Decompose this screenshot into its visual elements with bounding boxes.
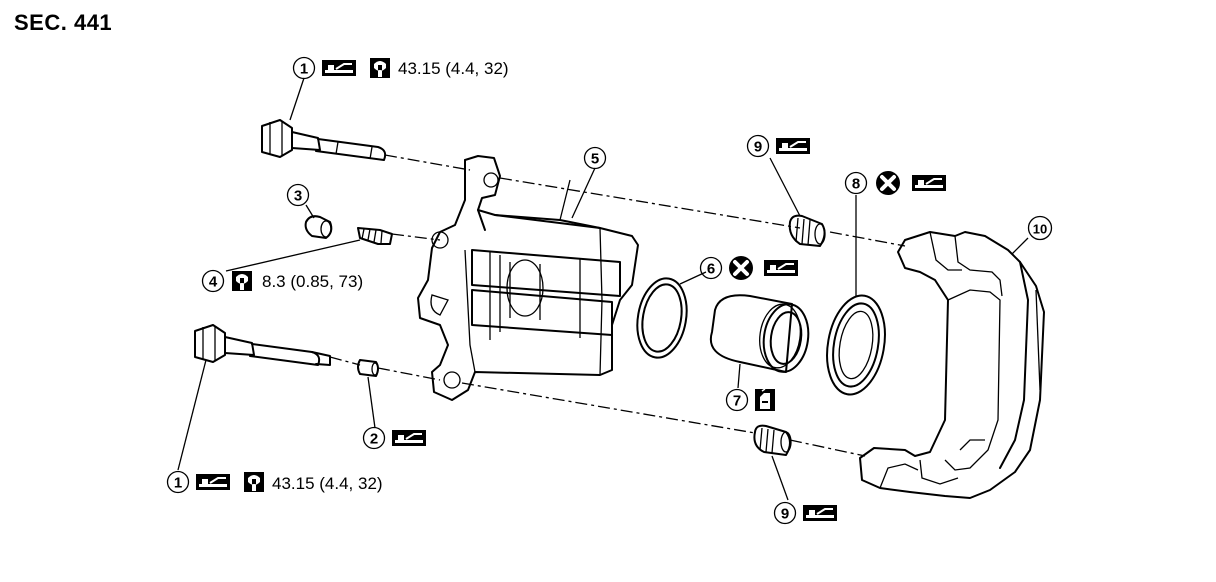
torque-spec-bleeder: 8.3 (0.85, 73) [262, 272, 363, 291]
torque-member [859, 231, 1045, 499]
grease-icon [911, 174, 947, 192]
torque-spec-bottom: 43.15 (4.4, 32) [272, 474, 383, 493]
pin-boot-upper [788, 214, 826, 247]
callout-3: 3 [286, 183, 310, 207]
grease-icon [195, 473, 231, 491]
svg-text:5: 5 [591, 151, 599, 168]
torque-wrench-icon [244, 472, 264, 492]
grease-icon [391, 429, 427, 447]
grease-icon [802, 504, 838, 522]
svg-text:8: 8 [852, 176, 860, 193]
callout-9-top: 9 [746, 134, 811, 158]
cylinder-body [417, 155, 639, 401]
svg-text:6: 6 [707, 261, 715, 278]
callout-7: 7 [725, 388, 776, 412]
torque-wrench-icon [232, 271, 252, 291]
torque-wrench-icon [370, 58, 390, 78]
leader-lines [177, 77, 1029, 501]
grease-icon [775, 137, 811, 155]
grease-icon [763, 259, 799, 277]
callout-4: 4 8.3 (0.85, 73) [201, 269, 363, 293]
svg-text:10: 10 [1033, 222, 1047, 237]
svg-text:1: 1 [174, 475, 182, 492]
callout-9-bottom: 9 [773, 501, 838, 525]
piston [709, 294, 810, 373]
callout-1-top: 1 43.15 (4.4, 32) [292, 56, 509, 80]
svg-text:1: 1 [300, 61, 308, 78]
svg-text:3: 3 [294, 188, 302, 205]
callout-1-bottom: 1 43.15 (4.4, 32) [166, 470, 383, 494]
piston-boot [826, 294, 886, 396]
torque-spec-top: 43.15 (4.4, 32) [398, 59, 509, 78]
callout-6: 6 [699, 254, 799, 282]
pin-boot-lower [753, 424, 792, 456]
grease-icon [321, 59, 357, 77]
callout-10: 10 [1027, 215, 1053, 241]
section-title: SEC. 441 [14, 10, 113, 35]
svg-text:2: 2 [370, 431, 378, 448]
svg-text:9: 9 [781, 506, 789, 523]
sleeve [357, 359, 379, 377]
piston-seal [636, 277, 688, 359]
callout-5: 5 [583, 146, 607, 170]
bleeder-valve [357, 227, 393, 245]
pin-bolt-upper [261, 119, 387, 161]
do-not-reuse-icon [874, 169, 902, 197]
svg-text:4: 4 [209, 274, 218, 291]
brake-fluid-icon [754, 388, 776, 412]
callout-8: 8 [844, 169, 947, 197]
pin-bolt-lower [194, 324, 331, 366]
do-not-reuse-icon [727, 254, 755, 282]
bleeder-cap [304, 215, 333, 239]
svg-text:7: 7 [733, 393, 741, 410]
svg-text:9: 9 [754, 139, 762, 156]
callout-2: 2 [362, 426, 427, 450]
